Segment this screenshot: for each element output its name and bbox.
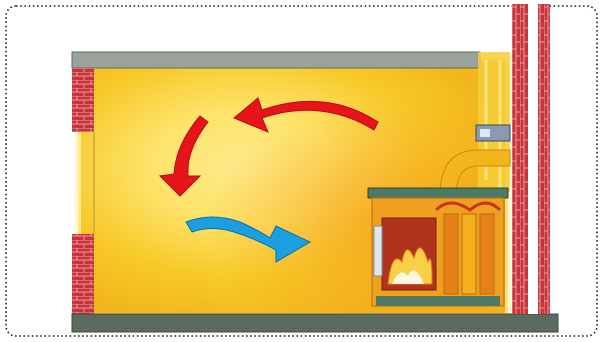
chimney-gap <box>528 4 538 314</box>
ceiling <box>72 52 480 68</box>
stove-icon <box>368 188 508 306</box>
left-wall-upper <box>72 68 94 132</box>
vent-grille <box>480 129 490 137</box>
flue-shaft <box>478 52 510 192</box>
floor <box>72 314 558 332</box>
chimney-right-column <box>538 4 550 314</box>
left-wall-lower <box>72 234 94 316</box>
chimney-left-column <box>512 4 528 314</box>
